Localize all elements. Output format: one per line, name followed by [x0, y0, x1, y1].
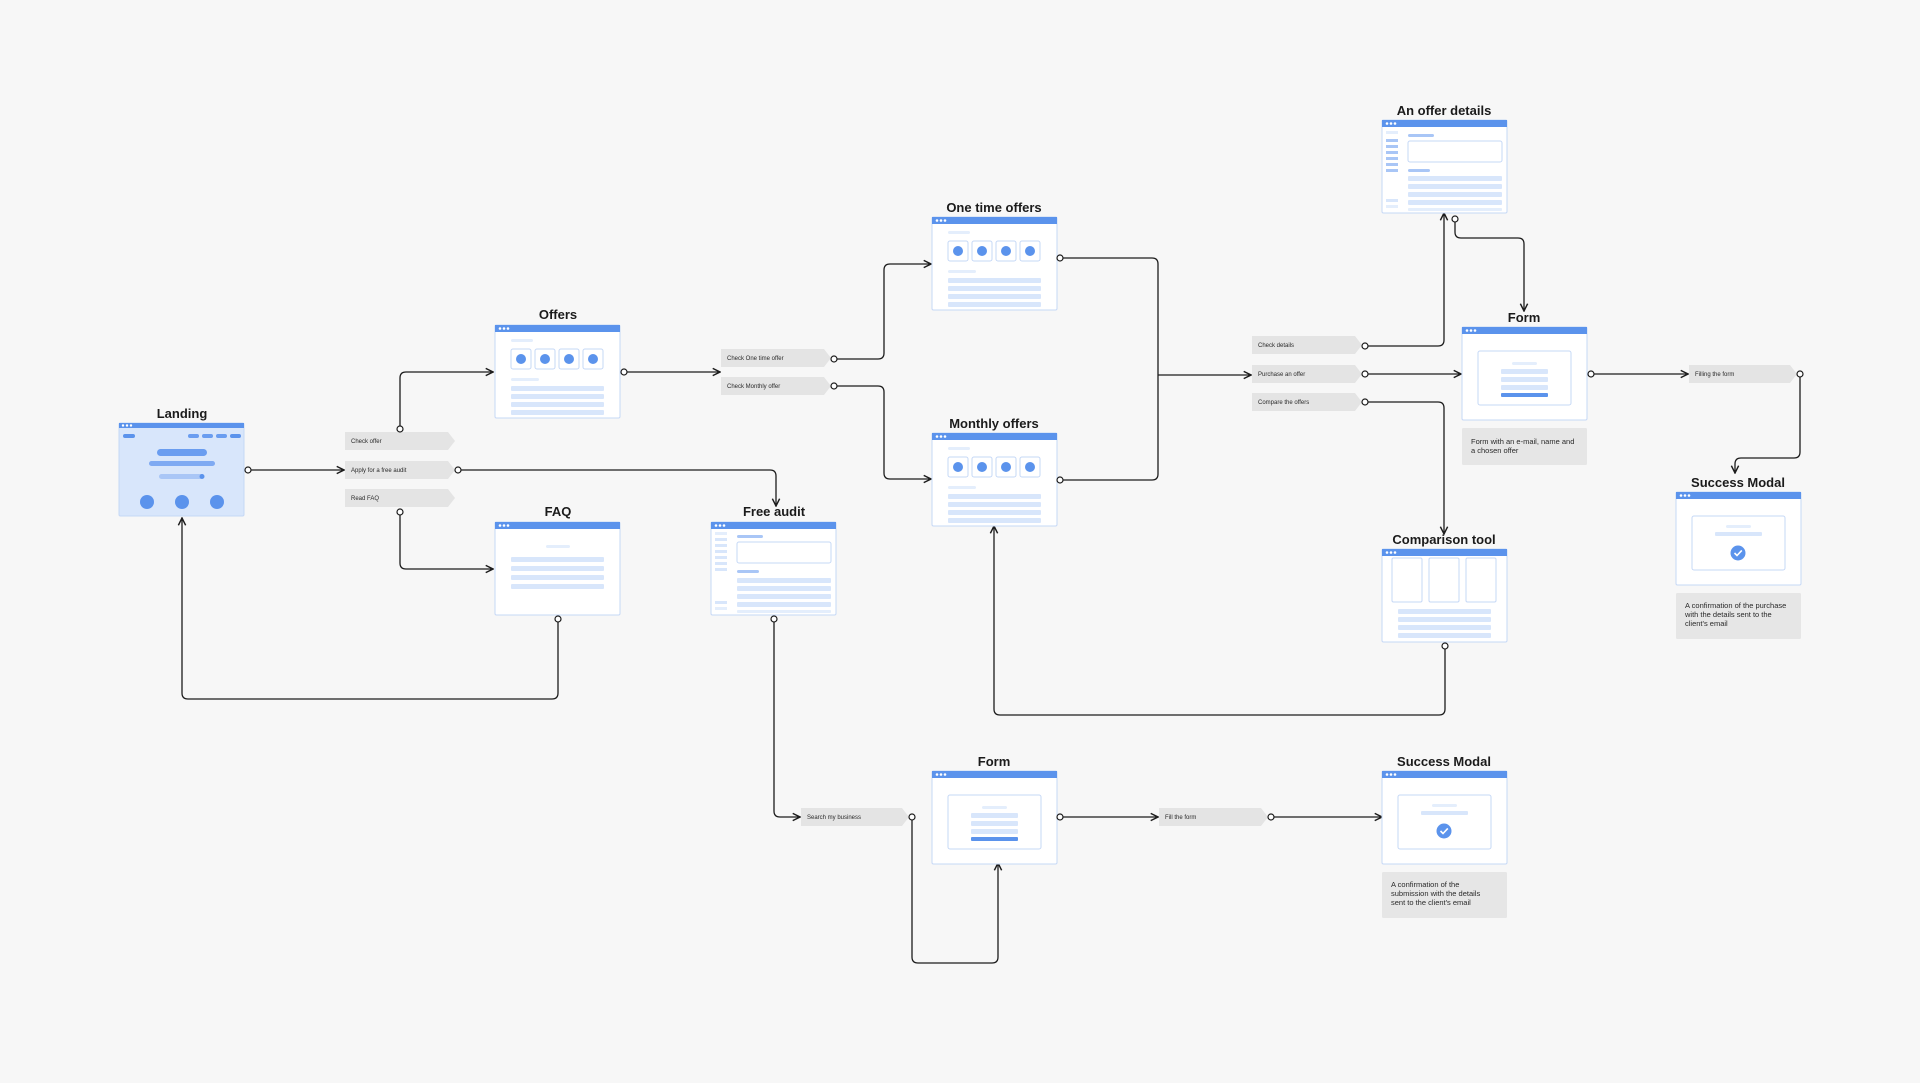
screen-title-faq: FAQ [545, 504, 572, 519]
action-check-details[interactable]: Check details [1252, 336, 1362, 354]
edge-one-time-merge [1060, 257, 1159, 375]
screen-title-form-offer: Form [1508, 310, 1541, 325]
screen-offer-details[interactable]: An offer details [1381, 103, 1508, 214]
svg-text:Check One time offer: Check One time offer [727, 356, 784, 362]
edge-filling-to-success [1735, 374, 1801, 473]
svg-text:Search my business: Search my business [807, 815, 861, 821]
svg-text:Read FAQ: Read FAQ [351, 496, 379, 502]
screen-landing[interactable]: Landing [118, 406, 245, 517]
action-fill-form[interactable]: Fill the form [1159, 808, 1268, 826]
screen-success-modal-bottom[interactable]: Success Modal [1381, 754, 1508, 865]
screen-title-monthly-offers: Monthly offers [949, 416, 1039, 431]
svg-text:Filling the form: Filling the form [1695, 372, 1734, 378]
action-check-offer[interactable]: Check offer [345, 432, 455, 450]
edge-compare-to-comparison [1365, 401, 1444, 534]
note-success-bottom: A confirmation of the submission with th… [1382, 872, 1507, 918]
screen-one-time-offers[interactable]: One time offers [931, 200, 1058, 311]
note-success-top: A confirmation of the purchase with the … [1676, 593, 1801, 639]
action-read-faq[interactable]: Read FAQ [345, 489, 455, 507]
screen-title-free-audit: Free audit [743, 504, 806, 519]
svg-text:Apply for a free audit: Apply for a free audit [351, 468, 407, 474]
screen-title-success-bottom: Success Modal [1397, 754, 1491, 769]
edge-faq-to-landing [182, 518, 559, 700]
check-icon [1730, 545, 1746, 561]
svg-text:A confirmation of the purchase: A confirmation of the purchase with the … [1684, 601, 1788, 628]
screen-form-audit[interactable]: Form [931, 754, 1058, 865]
screen-title-comparison-tool: Comparison tool [1392, 532, 1495, 547]
svg-text:Check offer: Check offer [351, 439, 382, 445]
screen-faq[interactable]: FAQ [494, 504, 621, 616]
screen-success-modal-top[interactable]: Success Modal [1675, 475, 1802, 586]
edge-apply-audit-to-free-audit [458, 469, 776, 506]
screen-free-audit[interactable]: Free audit [710, 504, 837, 616]
action-check-one-time[interactable]: Check One time offer [721, 349, 831, 367]
action-check-monthly[interactable]: Check Monthly offer [721, 377, 831, 395]
screen-title-landing: Landing [157, 406, 208, 421]
screen-monthly-offers[interactable]: Monthly offers [931, 416, 1058, 527]
action-purchase-offer[interactable]: Purchase an offer [1252, 365, 1362, 383]
action-search-business[interactable]: Search my business [801, 808, 909, 826]
action-tags: Check offer Apply for a free audit Read … [345, 336, 1797, 826]
svg-text:Compare the offers: Compare the offers [1258, 400, 1309, 406]
edge-check-offer-to-offers [399, 372, 493, 429]
svg-text:A confirmation of the su: A confirmation of the submission with th… [1391, 880, 1482, 907]
svg-text:Check details: Check details [1258, 343, 1294, 349]
edge-offer-details-to-form [1454, 219, 1524, 311]
edge-check-monthly-to-monthly [834, 385, 931, 479]
edge-check-one-time-to-one-time [834, 264, 931, 360]
screen-title-offers: Offers [539, 307, 577, 322]
screen-comparison-tool[interactable]: Comparison tool [1381, 532, 1508, 643]
svg-text:Purchase an offer: Purchase an offer [1258, 372, 1305, 378]
screen-offers[interactable]: Offers [494, 307, 621, 419]
screen-title-success-top: Success Modal [1691, 475, 1785, 490]
svg-text:Fill the form: Fill the form [1165, 815, 1196, 821]
connectors [182, 213, 1801, 964]
screen-title-offer-details: An offer details [1397, 103, 1492, 118]
action-apply-audit[interactable]: Apply for a free audit [345, 461, 455, 479]
edge-search-to-form-audit [911, 817, 998, 964]
action-filling-form[interactable]: Filling the form [1689, 365, 1797, 383]
edge-comparison-to-monthly [994, 526, 1446, 716]
check-icon [1436, 823, 1452, 839]
edge-monthly-merge [1060, 375, 1159, 481]
action-compare-offers[interactable]: Compare the offers [1252, 393, 1362, 411]
edge-read-faq-to-faq [399, 512, 493, 569]
screen-title-one-time-offers: One time offers [946, 200, 1041, 215]
svg-text:Form with an e-mail, name and: Form with an e-mail, name and a chosen o… [1471, 437, 1576, 455]
edge-check-details-to-offer-details [1365, 213, 1444, 347]
connector-ports [244, 215, 1804, 821]
svg-text:Check Monthly offer: Check Monthly offer [727, 384, 780, 390]
note-form-offer: Form with an e-mail, name and a chosen o… [1462, 428, 1587, 465]
edge-free-audit-to-search [773, 619, 800, 817]
screen-form-offer[interactable]: Form [1461, 310, 1588, 421]
screen-title-form-audit: Form [978, 754, 1011, 769]
